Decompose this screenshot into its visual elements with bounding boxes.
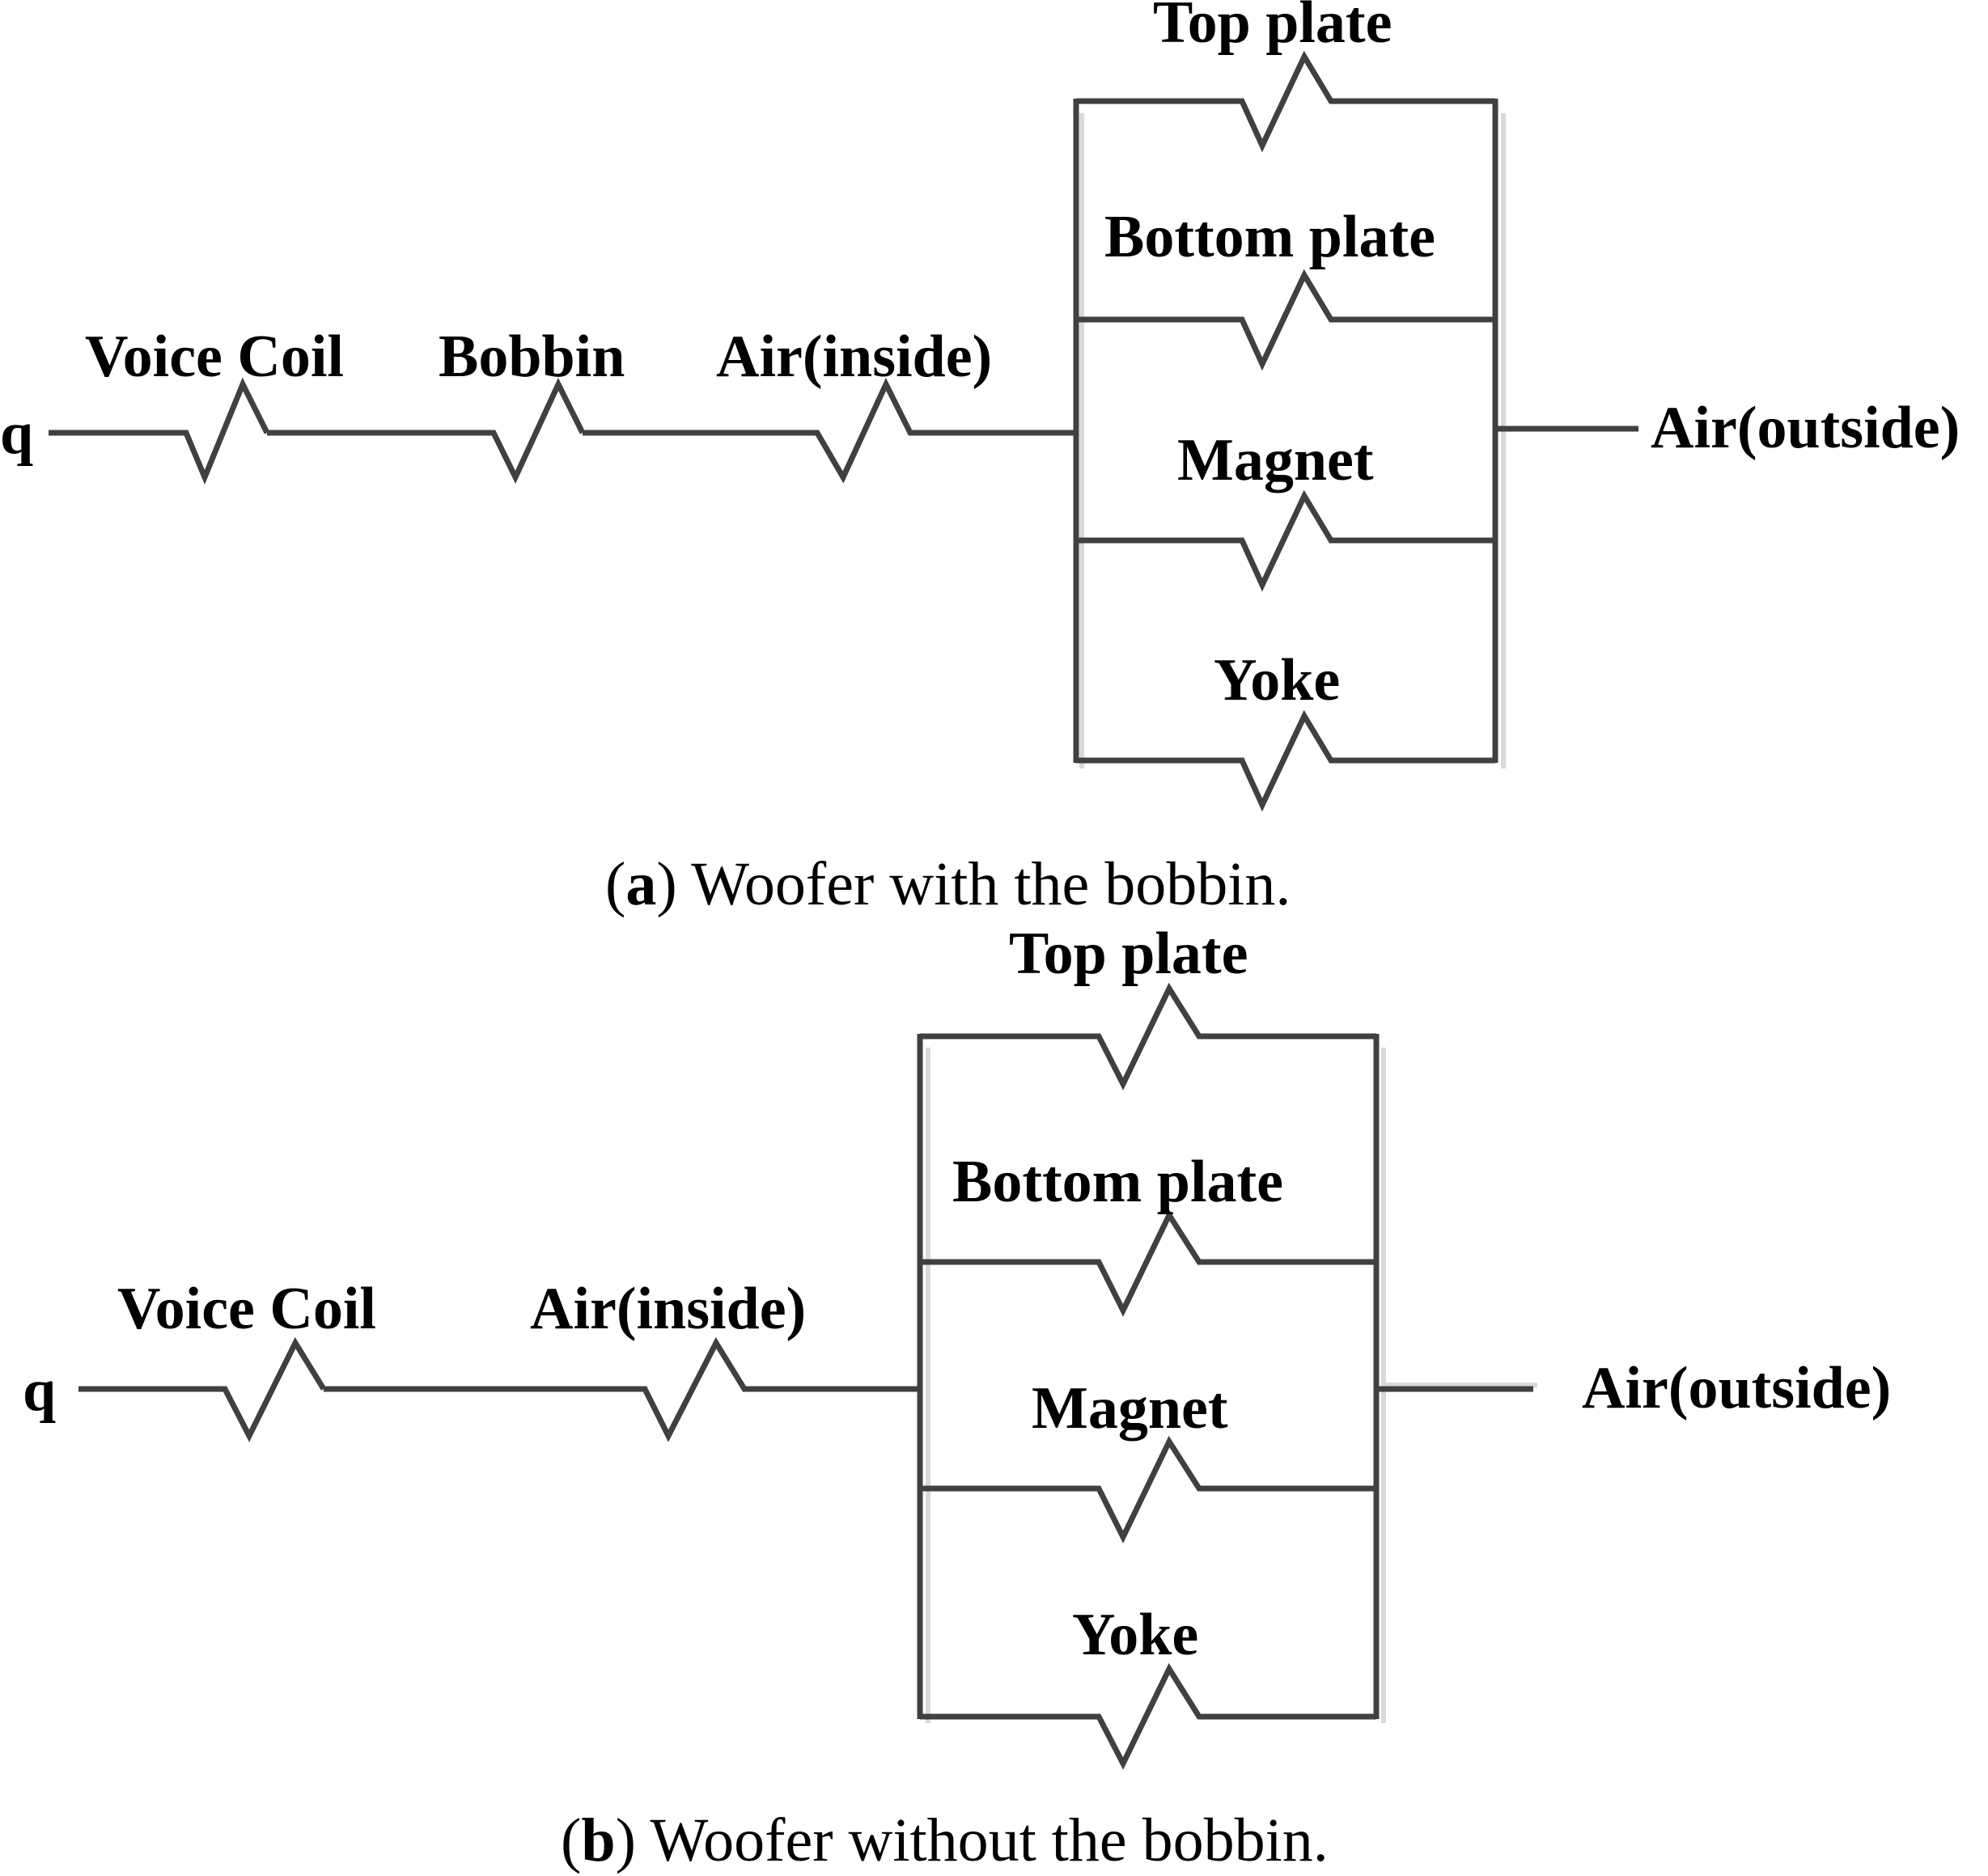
resistor-a-voice-coil	[267, 377, 586, 485]
output-label-b: Air(outside)	[1582, 1355, 1891, 1421]
label-a-bottom-plate: Bottom plate	[1104, 204, 1435, 270]
output-label-a: Air(outside)	[1651, 395, 1960, 461]
label-b-air-inside: Air(inside)	[530, 1276, 806, 1342]
resistor-a-bobbin	[583, 377, 1076, 484]
wire-a-input	[49, 377, 270, 485]
resistor-b-magnet	[920, 1435, 1376, 1544]
caption-b-text: Woofer without the bobbin.	[636, 1806, 1329, 1874]
resistor-b-yoke	[920, 1662, 1376, 1770]
label-a-bobbin: Bobbin	[439, 324, 625, 390]
resistor-b-top-plate	[920, 982, 1376, 1090]
label-b-top-plate: Top plate	[1009, 921, 1248, 987]
resistor-b-voice-coil-to-air	[324, 1336, 920, 1442]
resistor-b-bottom-plate	[920, 1209, 1376, 1317]
resistor-a-yoke	[1076, 709, 1495, 812]
label-a-air-inside: Air(inside)	[716, 324, 992, 390]
label-a-voice-coil: Voice Coil	[85, 324, 344, 390]
caption-a: (a) Woofer with the bobbin.	[605, 850, 1291, 918]
caption-b-letter: b	[581, 1806, 615, 1874]
label-a-top-plate: Top plate	[1153, 0, 1392, 56]
wire-b-input	[78, 1336, 326, 1442]
label-b-magnet: Magnet	[1032, 1375, 1228, 1442]
caption-b: (b) Woofer without the bobbin.	[561, 1806, 1329, 1874]
label-b-yoke: Yoke	[1072, 1602, 1198, 1668]
caption-a-letter: a	[625, 850, 656, 918]
label-b-voice-coil: Voice Coil	[117, 1276, 376, 1342]
diagram-b: q Voice Coil Air(inside) Top plate Botto…	[23, 921, 1891, 1874]
caption-a-text: Woofer with the bobbin.	[677, 850, 1291, 918]
label-b-bottom-plate: Bottom plate	[952, 1149, 1283, 1215]
diagram-a: q Voice Coil Bobbin Air(inside) Top plat…	[0, 0, 1960, 918]
label-a-yoke: Yoke	[1214, 647, 1340, 714]
resistor-a-magnet	[1076, 489, 1495, 592]
input-label-b: q	[23, 1357, 56, 1424]
resistor-a-bottom-plate	[1076, 269, 1495, 371]
resistor-a-top-plate	[1076, 50, 1495, 153]
input-label-a: q	[0, 400, 33, 467]
label-a-magnet: Magnet	[1177, 427, 1374, 493]
